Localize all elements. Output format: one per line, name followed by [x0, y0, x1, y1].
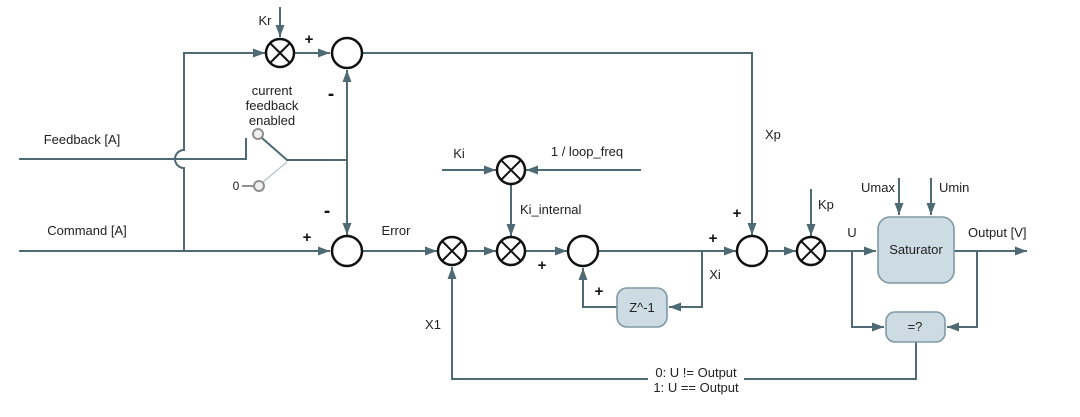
plus-sign-xp-input: +	[733, 205, 742, 222]
loop-freq-label: 1 / loop_freq	[551, 144, 623, 159]
xp-signal-label: Xp	[765, 127, 781, 142]
switch-contact-top	[252, 128, 264, 140]
legend-mask	[648, 366, 744, 395]
mult-kp	[795, 235, 827, 267]
legend-line1: 0: U != Output	[655, 365, 737, 380]
umin-label: Umin	[939, 180, 969, 195]
wire-command-branch-to-kr	[174, 48, 265, 252]
switch-blade	[260, 136, 289, 162]
plus-sign-kr-input: +	[305, 31, 314, 48]
ki-gain-label: Ki	[453, 146, 465, 161]
mult-ki	[495, 154, 527, 186]
sum-pi	[735, 234, 769, 268]
sum-error	[330, 234, 364, 268]
comparator-block-label: =?	[908, 319, 923, 334]
feedback-input-label: Feedback [A]	[44, 132, 121, 147]
mult-x1	[436, 235, 468, 267]
switch-note-line2: feedback	[246, 98, 299, 113]
saturator-block-label: Saturator	[889, 242, 943, 257]
plus-sign-delay-feedback: +	[595, 283, 604, 300]
error-signal-label: Error	[382, 223, 412, 238]
wire-xp-path	[361, 52, 757, 235]
minus-sign-error-sum: -	[324, 201, 330, 222]
u-signal-label: U	[847, 225, 856, 240]
switch-note-line3: enabled	[249, 113, 295, 128]
switch-inactive-wire	[262, 161, 288, 183]
kp-gain-label: Kp	[818, 197, 834, 212]
wire-u-to-comparator	[851, 250, 884, 332]
x1-signal-label: X1	[425, 317, 441, 332]
mult-kr	[264, 37, 296, 69]
output-label: Output [V]	[968, 225, 1027, 240]
plus-sign-int-sum-input: +	[538, 257, 547, 274]
switch-zero-label: 0	[233, 179, 240, 193]
wire-xi-to-delay	[669, 250, 703, 312]
kr-gain-label: Kr	[259, 13, 273, 28]
legend-line2: 1: U == Output	[653, 380, 739, 395]
ki-internal-label: Ki_internal	[520, 202, 582, 217]
feedback-switch	[252, 128, 265, 192]
wire-feedback-input	[19, 138, 247, 160]
umax-label: Umax	[861, 180, 895, 195]
block-delay	[616, 287, 668, 328]
block-saturator	[877, 216, 955, 284]
minus-sign-top-sum: -	[328, 84, 334, 105]
plus-sign-command-input: +	[303, 229, 312, 246]
command-input-label: Command [A]	[47, 223, 126, 238]
wire-delay-to-int-sum	[578, 268, 618, 308]
plus-sign-xi-input: +	[709, 230, 718, 247]
delay-block-label: Z^-1	[629, 300, 655, 315]
mult-ki-internal	[495, 235, 527, 267]
switch-note-line1: current	[252, 83, 293, 98]
sum-top	[330, 36, 364, 70]
switch-contact-zero	[253, 180, 265, 192]
block-comparator	[885, 311, 946, 343]
wire-comparator-to-x1	[451, 341, 917, 380]
xi-signal-label: Xi	[709, 267, 721, 282]
wires	[19, 7, 1027, 380]
wire-output-to-comparator	[947, 250, 978, 332]
sum-integrator	[566, 234, 600, 268]
